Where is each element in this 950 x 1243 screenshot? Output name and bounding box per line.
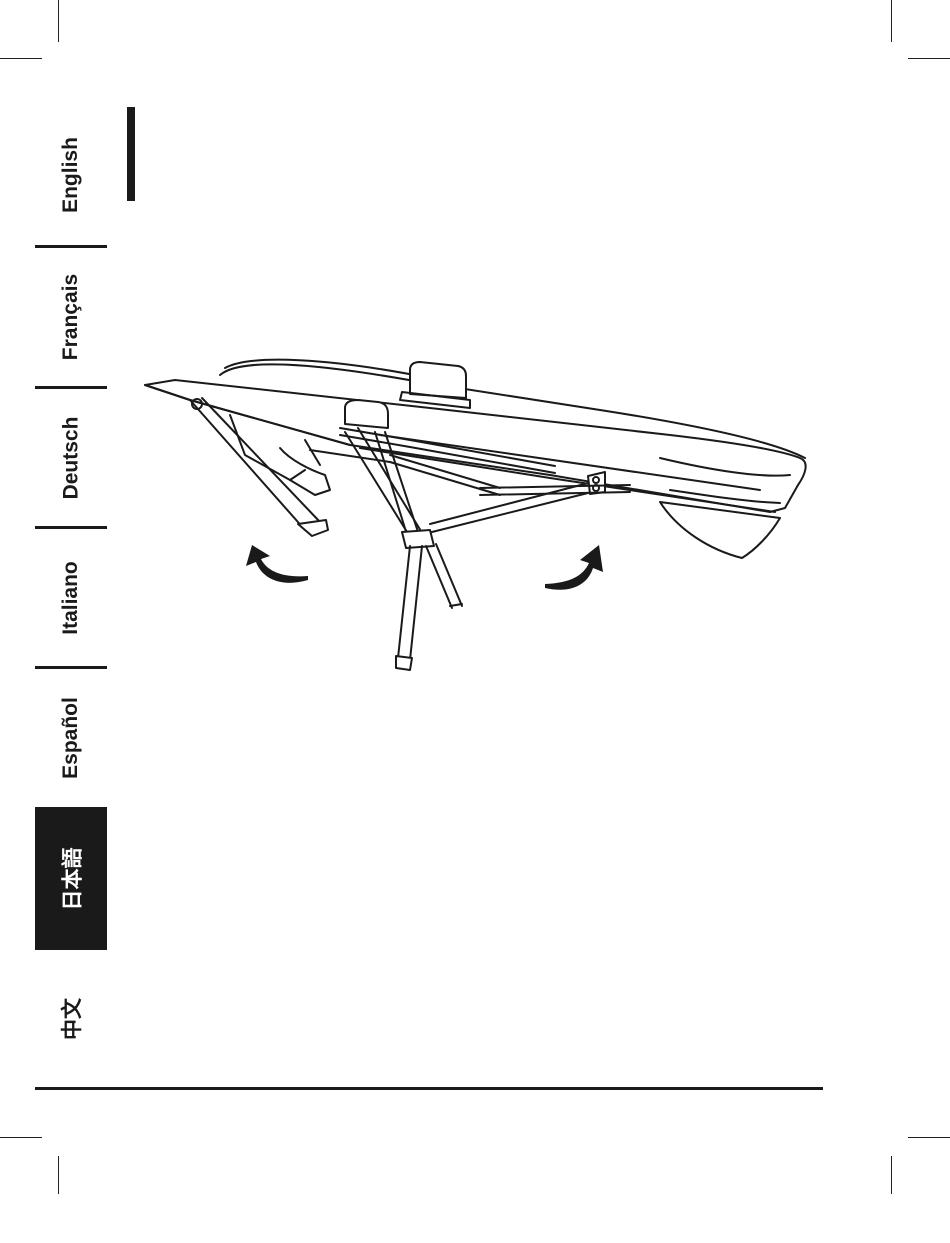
tab-espanol[interactable]: Español [35, 669, 107, 807]
tab-francais-label: Français [59, 274, 83, 360]
rotate-arrow-left [246, 545, 308, 583]
bottom-rule [35, 1087, 823, 1090]
tab-japanese[interactable]: 日本語 [35, 807, 107, 950]
board-top [145, 360, 806, 512]
tab-italiano-label: Italiano [59, 561, 83, 635]
tab-deutsch-label: Deutsch [59, 416, 83, 499]
crop-mark-bottom-right-h [908, 1137, 950, 1138]
ironing-board-illustration [130, 340, 820, 680]
tab-english-label: English [59, 137, 83, 213]
center-legs [345, 428, 462, 670]
crop-mark-top-left-v [58, 0, 59, 42]
crop-mark-bottom-right-v [891, 1156, 892, 1194]
tab-chinese-label: 中文 [56, 998, 86, 1040]
crop-mark-bottom-left-v [58, 1156, 59, 1194]
section-marker-bar [127, 107, 135, 201]
iron-rest [400, 362, 470, 408]
crop-mark-bottom-left-h [0, 1137, 42, 1138]
tab-japanese-label: 日本語 [56, 847, 86, 910]
tab-english[interactable]: English [35, 105, 107, 245]
rotate-arrow-right [545, 545, 603, 590]
tab-italiano[interactable]: Italiano [35, 529, 107, 666]
tab-espanol-label: Español [59, 697, 83, 779]
crop-mark-top-left-h [0, 58, 42, 59]
crop-mark-top-right-h [908, 58, 950, 59]
tab-deutsch[interactable]: Deutsch [35, 389, 107, 526]
tab-chinese[interactable]: 中文 [35, 950, 107, 1087]
crop-mark-top-right-v [891, 0, 892, 42]
tab-francais[interactable]: Français [35, 248, 107, 386]
leg-bracket [345, 400, 388, 428]
